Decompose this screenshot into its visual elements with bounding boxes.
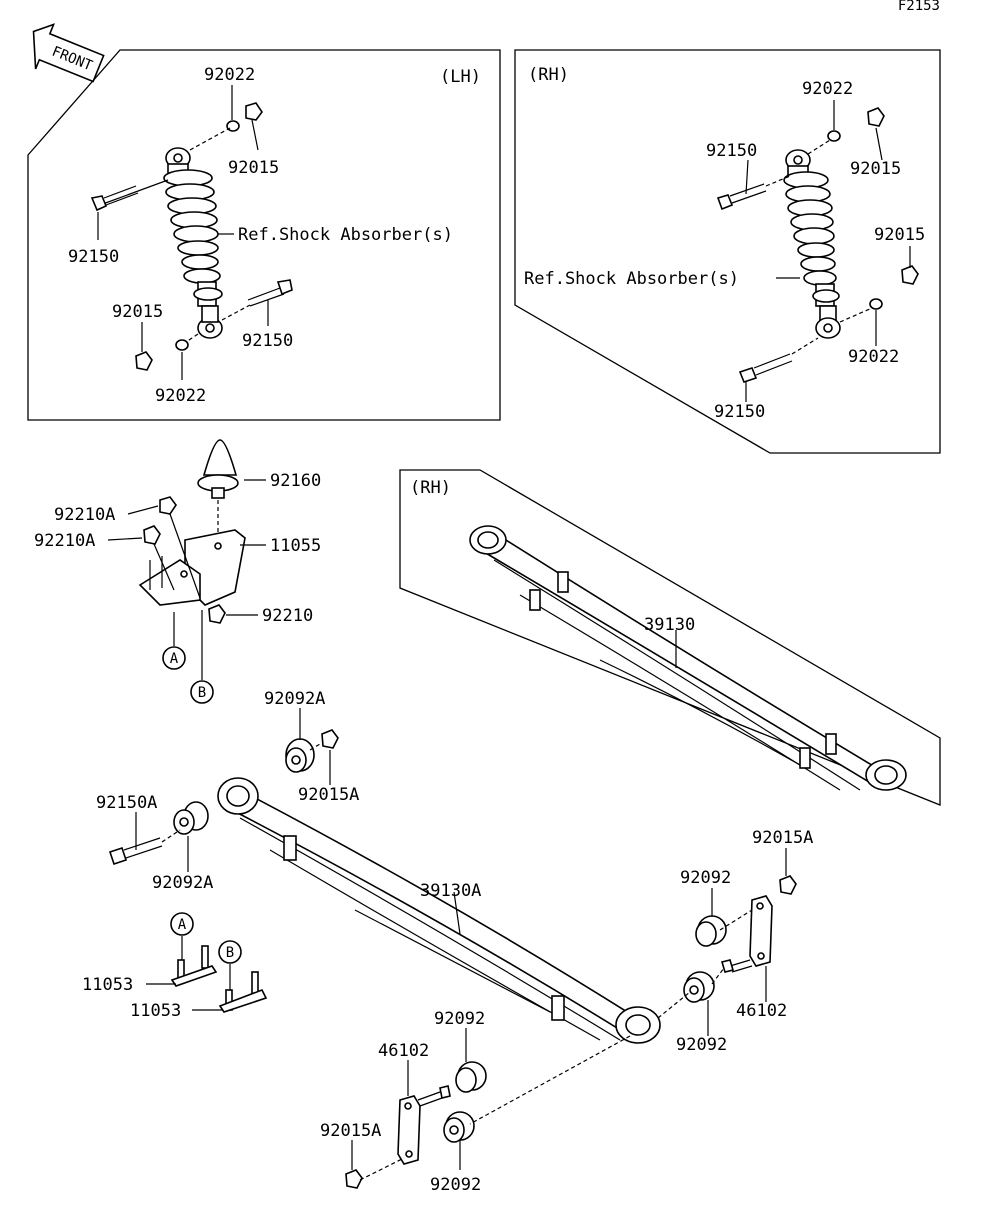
bushing-92092a-bottom xyxy=(173,801,209,835)
bracket-callout-b-label: B xyxy=(198,685,206,701)
label-92160: 92160 xyxy=(270,471,321,491)
bracket-11055 xyxy=(138,529,246,606)
ubolt-callout-b-label: B xyxy=(226,945,234,961)
bushing-92092-right-bottom xyxy=(683,971,715,1003)
rh-upper-bolt xyxy=(716,175,791,211)
label-92092-lower-top: 92092 xyxy=(434,1009,485,1029)
rh-label-92150-bottom: 92150 xyxy=(714,402,765,422)
bracket-callout-a-label: A xyxy=(170,651,179,667)
label-11055: 11055 xyxy=(270,536,321,556)
ubolt-group: A B 11053 11053 xyxy=(82,912,268,1021)
rh-shock-absorber xyxy=(783,149,841,339)
label-92210: 92210 xyxy=(262,606,313,626)
ubolt-11053-a xyxy=(170,945,218,987)
label-92092a-top: 92092A xyxy=(264,689,325,709)
rh-side-label: (RH) xyxy=(528,65,569,85)
lh-lower-bolt xyxy=(221,279,293,321)
lh-shock-absorber xyxy=(163,147,223,339)
label-39130a: 39130A xyxy=(420,881,481,901)
rh-shock-panel-frame xyxy=(514,49,941,454)
rh-upper-nut xyxy=(867,107,885,127)
rh-spring-panel-frame xyxy=(399,469,941,806)
rh-label-92015-mid: 92015 xyxy=(874,225,925,245)
ubolt-callout-a xyxy=(170,912,194,936)
bushing-92092-lower-top xyxy=(455,1061,487,1093)
main-leaf-spring xyxy=(217,777,661,1044)
bushing-92092a-top xyxy=(285,738,315,773)
bolt-92150a xyxy=(108,829,181,866)
label-92015a-right: 92015A xyxy=(752,828,813,848)
label-92150a: 92150A xyxy=(96,793,157,813)
rh-label-92022-top: 92022 xyxy=(802,79,853,99)
lh-upper-washer xyxy=(226,120,240,132)
shackle-left-46102 xyxy=(397,1085,451,1165)
bushing-92092-lower-bottom xyxy=(443,1111,475,1143)
ubolt-callout-b xyxy=(218,940,242,964)
label-92015a-top: 92015A xyxy=(298,785,359,805)
figure-code: F2153 xyxy=(898,0,940,14)
label-92092a-bottom: 92092A xyxy=(152,873,213,893)
ubolt-11053-b xyxy=(218,971,268,1013)
rh-label-92150-top: 92150 xyxy=(706,141,757,161)
bracket-callout-a xyxy=(162,646,186,670)
lh-label-92015-bottom: 92015 xyxy=(112,302,163,322)
rh-mid-nut xyxy=(901,265,919,285)
label-46102-right: 46102 xyxy=(736,1001,787,1021)
bump-stop xyxy=(197,439,239,499)
label-92210a-bottom: 92210A xyxy=(34,531,95,551)
rh-spring-label-39130: 39130 xyxy=(644,615,695,635)
rh-shock-panel: (RH) xyxy=(514,49,941,454)
front-arrow: FRONT xyxy=(32,23,105,83)
label-92092-right-top: 92092 xyxy=(680,868,731,888)
label-92015a-lower: 92015A xyxy=(320,1121,381,1141)
rh-upper-washer xyxy=(827,130,841,142)
lh-label-92022-top: 92022 xyxy=(204,65,255,85)
lh-lower-nut xyxy=(135,351,153,371)
rh-lower-washer xyxy=(869,298,883,310)
bushing-92092-right-top xyxy=(695,915,727,947)
nut-92015a-lower xyxy=(345,1169,363,1189)
label-46102-left: 46102 xyxy=(378,1041,429,1061)
lh-label-92150-left: 92150 xyxy=(68,247,119,267)
rh-spring-side-label: (RH) xyxy=(410,478,451,498)
nut-92015a-top xyxy=(321,729,339,749)
label-92092-lower-bottom: 92092 xyxy=(430,1175,481,1195)
rh-lower-bolt xyxy=(738,337,819,383)
rh-ref-shock: Ref.Shock Absorber(s) xyxy=(524,269,739,289)
shackle-right-46102 xyxy=(720,895,773,973)
bracket-group: A B 92160 92210A 92210A 11055 92210 xyxy=(34,439,321,704)
lh-panel: (LH) xyxy=(27,49,501,421)
bracket-nut-3 xyxy=(208,604,226,624)
ubolt-callout-a-label: A xyxy=(178,917,187,933)
label-11053-a: 11053 xyxy=(82,975,133,995)
rh-leaf-spring xyxy=(469,525,907,791)
rh-label-92015-top: 92015 xyxy=(850,159,901,179)
lh-upper-bolt xyxy=(90,179,169,212)
nut-92015a-right xyxy=(779,875,797,895)
label-11053-b: 11053 xyxy=(130,1001,181,1021)
lh-upper-nut xyxy=(245,102,263,121)
lh-lower-washer xyxy=(175,339,189,351)
lh-side-label: (LH) xyxy=(440,67,481,87)
rh-spring-panel: (RH) 39130 xyxy=(399,469,941,806)
lh-label-92150-right: 92150 xyxy=(242,331,293,351)
rh-label-92022-bottom: 92022 xyxy=(848,347,899,367)
lh-label-92015-top: 92015 xyxy=(228,158,279,178)
lh-label-92022-bottom: 92022 xyxy=(155,386,206,406)
main-spring-group: 92092A 92015A 92150A 92092A 39130A 92015… xyxy=(96,689,813,1195)
bracket-nut-1 xyxy=(159,496,177,515)
label-92210a-top: 92210A xyxy=(54,505,115,525)
bracket-nut-2 xyxy=(143,525,161,545)
lh-ref-shock: Ref.Shock Absorber(s) xyxy=(238,225,453,245)
lh-panel-frame xyxy=(27,49,501,421)
bracket-callout-b xyxy=(190,680,214,704)
label-92092-right-bottom: 92092 xyxy=(676,1035,727,1055)
